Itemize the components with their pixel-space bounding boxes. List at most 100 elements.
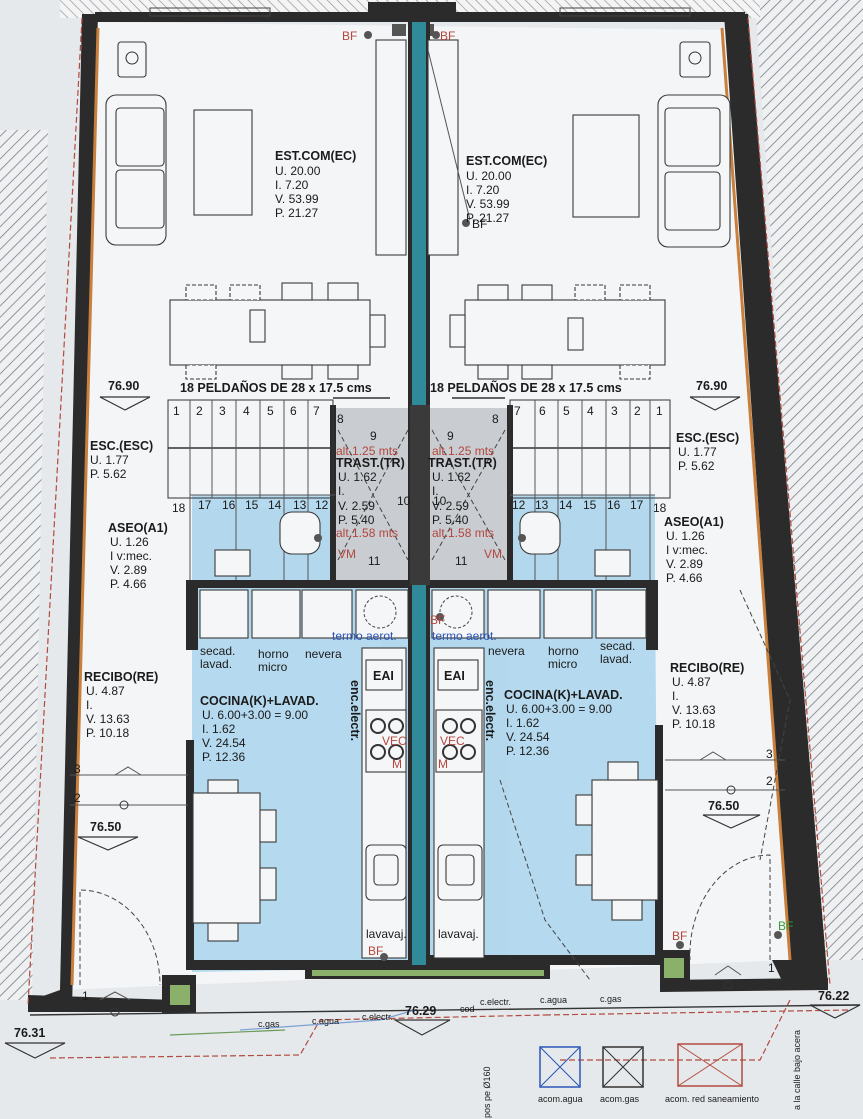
aseo-right-name: ASEO(A1): [664, 515, 724, 529]
trast-right-u: U. 1.62: [432, 470, 471, 484]
bf-est-right: BF: [472, 217, 487, 231]
kitchen-table-left: [192, 779, 277, 942]
svg-text:9: 9: [447, 429, 454, 443]
level-mid-left: 76.50: [90, 820, 121, 834]
svg-text:8: 8: [337, 412, 344, 426]
svg-text:16: 16: [222, 498, 236, 512]
trast-left-alt-bot: alt.1.58 mts: [336, 526, 398, 540]
secad-right: secad.: [600, 639, 635, 653]
kitchen-table-right: [575, 761, 659, 921]
svg-text:9: 9: [370, 429, 377, 443]
nevera-right: nevera: [488, 644, 525, 658]
cocina-left-u: U. 6.00+3.00 = 9.00: [202, 708, 308, 722]
recibo-left-v: V. 13.63: [86, 712, 130, 726]
eai-left: EAI: [373, 669, 394, 683]
trast-left-alt-top: alt.1.25 mts: [336, 444, 398, 458]
micro-right: micro: [548, 657, 578, 671]
esc-right-p: P. 5.62: [678, 459, 715, 473]
esc-right-u: U. 1.77: [678, 445, 717, 459]
door-frame-right: [664, 958, 684, 978]
svg-text:16: 16: [607, 498, 621, 512]
termo-left: termo aerot.: [332, 629, 397, 643]
calle-label: a la calle bajo acera: [792, 1030, 802, 1110]
door-swing-right: [689, 854, 771, 961]
level-triangles: [4, 396, 861, 1059]
svg-text:5: 5: [267, 404, 274, 418]
cocina-left-name: COCINA(K)+LAVAD.: [200, 694, 319, 708]
trast-right-i: I.: [432, 484, 439, 498]
recibo-left-p: P. 10.18: [86, 726, 129, 740]
aseo-left-p: P. 4.66: [110, 577, 147, 591]
termo-right: termo aerot.: [432, 629, 497, 643]
bf-top-left: BF: [342, 29, 357, 43]
door-swing-left: [79, 889, 161, 986]
level-top-right: 76.90: [696, 379, 727, 393]
step-3-left: 3: [74, 762, 81, 776]
cocina-right-v: V. 24.54: [506, 730, 550, 744]
trast-right-p: P. 5.40: [432, 513, 469, 527]
front-window: [312, 970, 544, 976]
step-1-left: 1: [82, 989, 89, 1003]
party-wall: [375, 22, 471, 967]
esc-left-p: P. 5.62: [90, 467, 127, 481]
bf-kitchen: BF: [430, 613, 445, 627]
svg-text:11: 11: [455, 554, 468, 568]
esc-right-name: ESC.(ESC): [676, 431, 739, 445]
trast-left-u: U. 1.62: [338, 470, 377, 484]
step-2-right: 2: [766, 774, 773, 788]
recibo-left-i: I.: [86, 698, 93, 712]
svg-text:6: 6: [290, 404, 297, 418]
svg-text:11: 11: [368, 554, 381, 568]
c-agua-right: c.agua: [540, 995, 567, 1005]
aseo-right-v: V. 2.89: [666, 557, 703, 571]
level-top-left: 76.90: [108, 379, 139, 393]
recibo-right-v: V. 13.63: [672, 703, 716, 717]
aseo-right-p: P. 4.66: [666, 571, 703, 585]
eai-right: EAI: [444, 669, 465, 683]
vec-left: VEC: [382, 734, 407, 748]
secad-left: secad.: [200, 644, 235, 658]
svg-text:4: 4: [587, 404, 594, 418]
recibo-right-i: I.: [672, 689, 679, 703]
living-furniture-right: [572, 41, 731, 248]
svg-text:7: 7: [514, 404, 521, 418]
recibo-left-name: RECIBO(RE): [84, 670, 158, 684]
aseo-left-i: I v:mec.: [110, 549, 152, 563]
micro-left: micro: [258, 660, 288, 674]
recibo-left-u: U. 4.87: [86, 684, 125, 698]
esc-left-u: U. 1.77: [90, 453, 129, 467]
svg-text:14: 14: [268, 498, 282, 512]
recibo-right-u: U. 4.87: [672, 675, 711, 689]
trast-dash-right: [431, 429, 506, 561]
aseo-right-u: U. 1.26: [666, 529, 705, 543]
m-right: M: [438, 757, 448, 771]
lavad-right: lavad.: [600, 652, 632, 666]
svg-text:1: 1: [656, 404, 663, 418]
cocina-left-p: P. 12.36: [202, 750, 245, 764]
svg-text:18: 18: [653, 501, 667, 515]
svg-text:18: 18: [172, 501, 186, 515]
cocina-left-v: V. 24.54: [202, 736, 246, 750]
c-agua-left: c.agua: [312, 1016, 339, 1026]
est-left-v: V. 53.99: [275, 192, 319, 206]
cocina-right-p: P. 12.36: [506, 744, 549, 758]
aseo-left-fixtures: [214, 511, 322, 577]
est-right-v: V. 53.99: [466, 197, 510, 211]
svg-text:17: 17: [198, 498, 212, 512]
vec-right: VEC: [440, 734, 465, 748]
est-left-p: P. 21.27: [275, 206, 318, 220]
svg-text:5: 5: [563, 404, 570, 418]
bf-front: BF: [368, 944, 383, 958]
lavavaj-left: lavavaj.: [366, 927, 407, 941]
svg-text:3: 3: [219, 404, 226, 418]
aseo-right-i: I v:mec.: [666, 543, 708, 557]
cocina-right-i: I. 1.62: [506, 716, 540, 730]
est-right-i: I. 7.20: [466, 183, 500, 197]
horno-left: horno: [258, 647, 289, 661]
aseo-left-name: ASEO(A1): [108, 521, 168, 535]
svg-text:15: 15: [583, 498, 597, 512]
svg-text:12: 12: [512, 498, 526, 512]
cocina-right-name: COCINA(K)+LAVAD.: [504, 688, 623, 702]
svg-text:7: 7: [313, 404, 320, 418]
